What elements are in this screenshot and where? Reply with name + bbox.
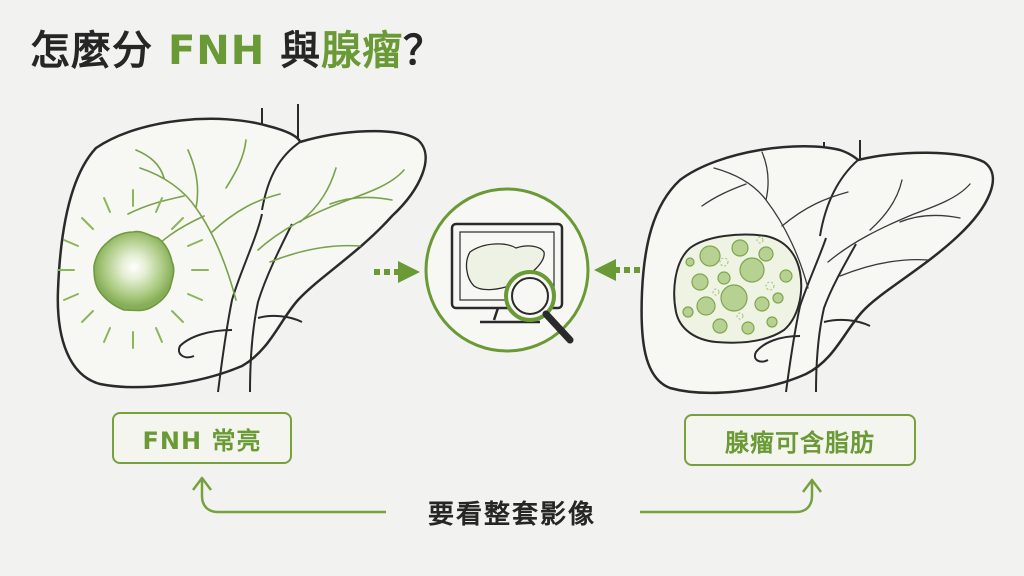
liver-left (56, 104, 427, 393)
arrow-left-icon (594, 259, 640, 281)
bottom-caption: 要看整套影像 (427, 500, 596, 530)
monitor-magnifier-icon (424, 187, 590, 353)
title-suffix: ？ (403, 28, 445, 74)
title-joiner: 與 (265, 28, 322, 74)
fnh-label: FNH 常亮 (112, 412, 292, 464)
fnh-lesion (93, 230, 175, 312)
title-term-adenoma: 腺瘤 (321, 28, 404, 74)
liver-left-outline (56, 117, 427, 389)
liver-right (640, 140, 995, 395)
bottom-connector-left (192, 476, 386, 514)
adenoma-label: 腺瘤可含脂肪 (684, 414, 916, 466)
bottom-connector-right (640, 478, 822, 514)
title-term-fnh: FNH (167, 28, 266, 74)
fat-droplets (682, 239, 793, 335)
fnh-glow-rays (57, 189, 209, 349)
arrow-right-icon (374, 261, 420, 283)
liver-left-vessels (127, 139, 405, 301)
title-prefix: 怎麼分 (30, 28, 168, 74)
page-title: 怎麼分 FNH 與腺瘤？ (30, 18, 444, 76)
